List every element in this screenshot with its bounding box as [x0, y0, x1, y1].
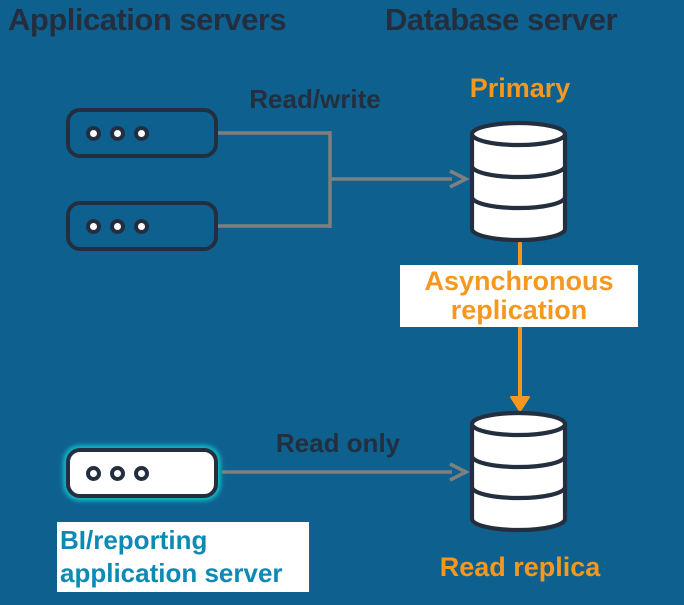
server-dot-icon	[134, 465, 149, 481]
primary-label: Primary	[469, 73, 571, 103]
server-dot-icon	[134, 125, 149, 141]
arrowhead-replication-icon	[510, 396, 530, 412]
async-replication-line2: replication	[450, 295, 588, 325]
arrowhead-to-primary-icon	[449, 169, 470, 189]
header-application-servers: Application servers	[8, 2, 287, 37]
bi-reporting-line2: application server	[60, 558, 283, 588]
read-replica-label: Read replica	[439, 552, 601, 582]
database-read-replica-icon	[469, 410, 568, 533]
server-dot-icon	[110, 218, 125, 234]
bi-reporting-label: BI/reporting application server	[57, 522, 309, 592]
read-only-label: Read only	[275, 428, 401, 458]
arrowhead-to-replica-icon	[449, 462, 470, 482]
bi-app-server-icon	[66, 448, 218, 498]
header-database-server: Database server	[385, 2, 618, 37]
async-replication-label: Asynchronous replication	[400, 265, 638, 327]
async-replication-line1: Asynchronous	[424, 266, 614, 296]
read-write-label: Read/write	[249, 84, 381, 114]
app-server-2-icon	[66, 201, 218, 251]
server-dot-icon	[86, 218, 101, 234]
app-server-1-icon	[66, 108, 218, 158]
bi-reporting-line1: BI/reporting	[60, 525, 208, 555]
server-dot-icon	[110, 465, 125, 481]
server-dot-icon	[134, 218, 149, 234]
server-dot-icon	[86, 465, 101, 481]
server-dot-icon	[110, 125, 125, 141]
server-dot-icon	[86, 125, 101, 141]
database-primary-icon	[469, 120, 568, 243]
